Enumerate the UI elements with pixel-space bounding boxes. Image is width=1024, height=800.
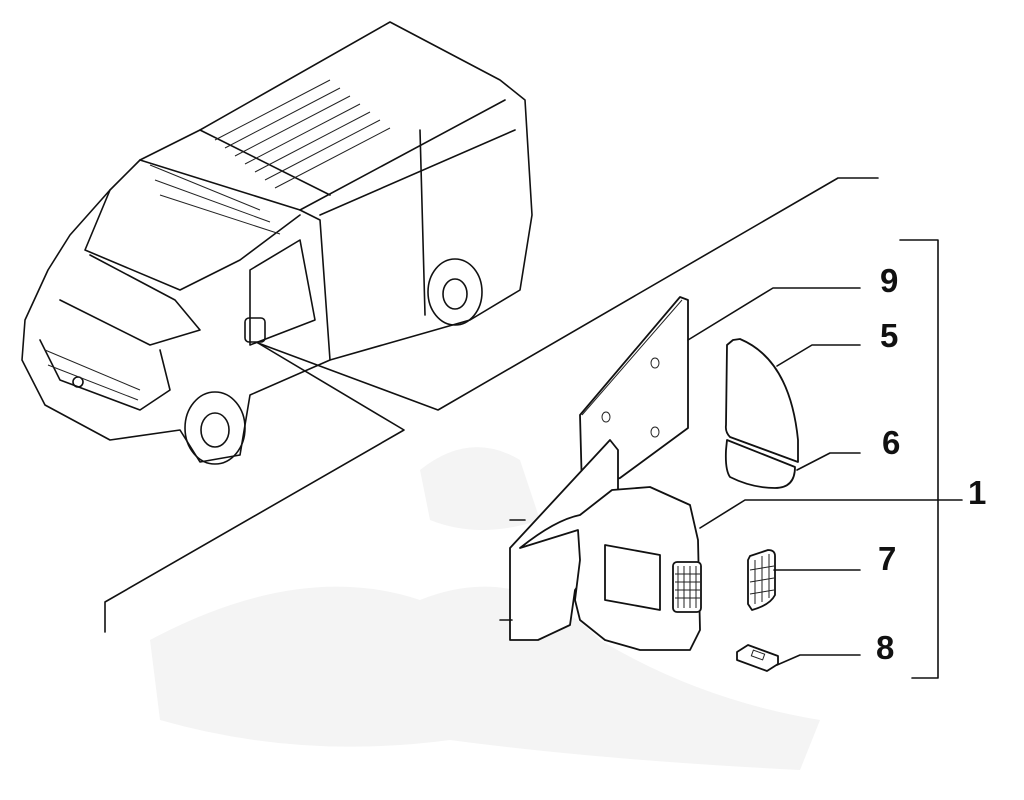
callout-label-8: 8 [876, 629, 894, 666]
detail-callout-lines [104, 177, 879, 633]
leader-lines [687, 239, 963, 679]
callout-label-1: 1 [968, 474, 986, 511]
part-8-pad [736, 644, 779, 672]
van-illustration [21, 21, 533, 465]
watermark [150, 447, 820, 770]
part-1-mirror-assembly [499, 439, 702, 651]
callout-label-6: 6 [882, 424, 900, 461]
callout-label-7: 7 [878, 540, 896, 577]
part-6-lower-mirror-glass [724, 439, 796, 489]
part-7-indicator-lens [747, 549, 776, 611]
callout-label-5: 5 [880, 317, 898, 354]
part-5-mirror-glass [724, 338, 799, 463]
group-bracket [899, 239, 939, 679]
callout-label-9: 9 [880, 262, 898, 299]
